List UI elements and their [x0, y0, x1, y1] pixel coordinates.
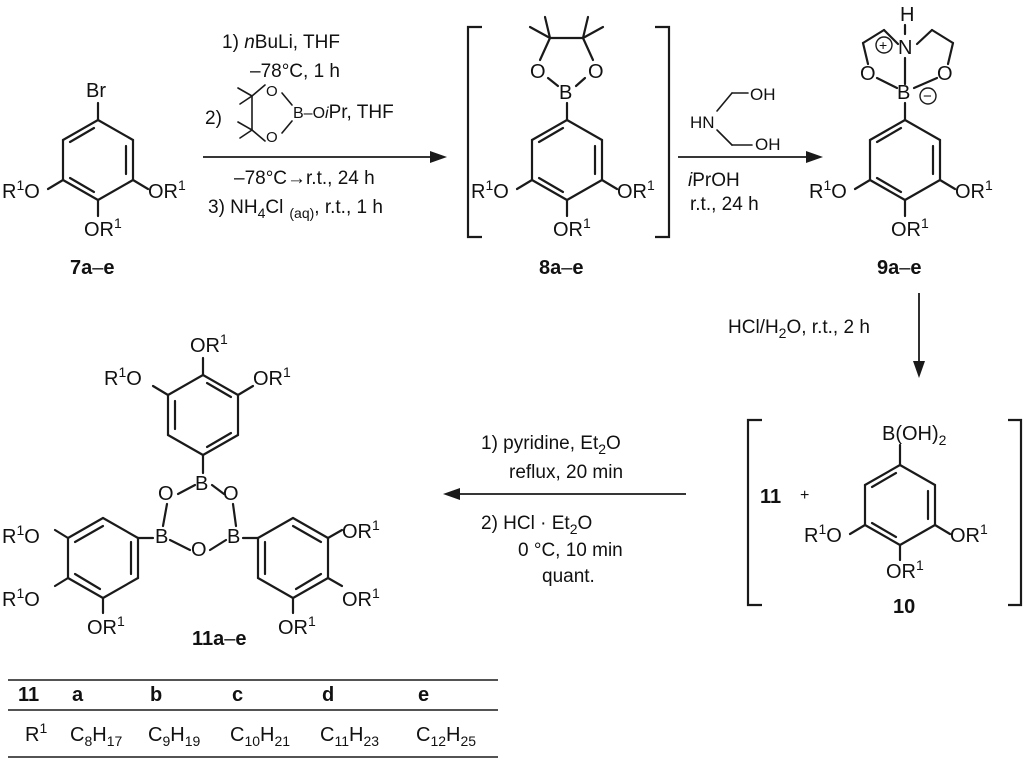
boron-8: B	[559, 82, 572, 104]
svg-text:O: O	[158, 483, 174, 505]
svg-text:H: H	[900, 4, 914, 26]
svg-text:OH: OH	[750, 85, 776, 104]
diethanolamine-nh: HN	[690, 113, 715, 132]
compound-9: H N + O O B − OR1 R1O OR1 9a–e	[809, 4, 993, 279]
svg-text:+: +	[879, 37, 887, 53]
svg-text:O: O	[937, 63, 953, 85]
svg-text:B: B	[227, 526, 240, 548]
step-2: HN OH OH iPrOH r.t., 24 h	[678, 85, 823, 215]
compound-7-label: 7a–e	[70, 257, 115, 279]
substituent-table: 11 a b c d e R1 C8H17 C9H19 C10H21 C11H23 C12H25	[8, 679, 498, 758]
step2-solvent: iPrOH	[688, 170, 740, 191]
svg-text:R1O: R1O	[471, 177, 509, 203]
table-cell-2: C10H21	[230, 724, 290, 749]
svg-text:O: O	[223, 483, 239, 505]
svg-text:OH: OH	[755, 135, 781, 154]
table-header-1: a	[72, 684, 84, 706]
svg-text:B: B	[195, 473, 208, 495]
compound-11: OR1 OR1 R1O B O O B B O	[2, 331, 380, 650]
svg-text:O: O	[588, 61, 604, 83]
step4-cond-2: 2) HCl · Et2O	[481, 513, 592, 537]
step1-cond-2b: –78°C→r.t., 24 h	[234, 168, 375, 189]
svg-text:O: O	[191, 539, 207, 561]
svg-text:OR1: OR1	[342, 585, 380, 611]
table-header-4: d	[322, 684, 334, 706]
svg-text:R1O: R1O	[104, 364, 142, 390]
svg-text:OR1: OR1	[190, 331, 228, 357]
or1-right: OR1	[148, 177, 186, 203]
step-4: 1) pyridine, Et2O reflux, 20 min 2) HCl …	[443, 433, 686, 587]
svg-text:OR1: OR1	[891, 215, 929, 241]
table-cell-0: C8H17	[70, 724, 122, 749]
r1o-left: R1O	[2, 177, 40, 203]
table-header-0: 11	[18, 684, 39, 706]
svg-text:O: O	[266, 129, 278, 146]
step1-cond-1b: –78°C, 1 h	[250, 61, 340, 82]
compound-10-mixture: 11 + B(OH)2 OR1 R1O OR1 10	[746, 418, 1023, 618]
svg-text:O: O	[266, 83, 278, 100]
table-row: C8H17 C9H19 C10H21 C11H23 C12H25	[70, 724, 476, 749]
compound-8-label: 8a–e	[539, 257, 584, 279]
svg-text:R1O: R1O	[2, 585, 40, 611]
svg-text:OR1: OR1	[617, 177, 655, 203]
step3-cond: HCl/H2O, r.t., 2 h	[728, 317, 870, 341]
svg-text:−: −	[923, 88, 932, 105]
svg-text:R1O: R1O	[804, 521, 842, 547]
nitrogen-9: N	[898, 37, 912, 59]
plus-sign: +	[800, 487, 809, 504]
step1-cond-3: 3) NH4Cl(aq), r.t., 1 h	[208, 197, 383, 221]
svg-text:OR1: OR1	[278, 613, 316, 639]
table-header-3: c	[232, 684, 243, 706]
svg-text:O: O	[860, 63, 876, 85]
svg-text:B: B	[155, 526, 168, 548]
step2-time: r.t., 24 h	[690, 194, 759, 215]
plus-11-label: 11	[760, 486, 781, 508]
svg-text:OR1: OR1	[342, 517, 380, 543]
compound-8: O O B OR1 R1O OR1 8a–e	[466, 15, 671, 279]
isopropoxy-pinacolborane: O O	[237, 83, 293, 146]
compound-10-label: 10	[893, 596, 915, 618]
step4-cond-2b: 0 °C, 10 min	[518, 540, 623, 561]
svg-text:R1O: R1O	[2, 522, 40, 548]
step1-reagent: B–OiPr, THF	[293, 102, 394, 123]
step1-cond-2-num: 2)	[205, 108, 222, 129]
table-cell-3: C11H23	[320, 724, 379, 749]
svg-text:OR1: OR1	[553, 215, 591, 241]
svg-text:OR1: OR1	[253, 364, 291, 390]
boronic-acid: B(OH)2	[882, 423, 947, 448]
step4-cond-2c: quant.	[542, 566, 595, 587]
table-header: 11 a b c d e	[18, 684, 429, 706]
table-header-5: e	[418, 684, 429, 706]
svg-text:O: O	[530, 61, 546, 83]
step-1: 1) nBuLi, THF –78°C, 1 h 2) O O B–OiPr, …	[203, 32, 447, 221]
svg-text:R1O: R1O	[809, 177, 847, 203]
bromine-label: Br	[86, 80, 106, 102]
table-cell-1: C9H19	[148, 724, 200, 749]
step4-cond-1: 1) pyridine, Et2O	[481, 433, 621, 457]
compound-11-label: 11a–e	[192, 628, 247, 650]
compound-9-label: 9a–e	[877, 257, 922, 279]
svg-text:OR1: OR1	[955, 177, 993, 203]
step1-cond-1: 1) nBuLi, THF	[222, 32, 340, 53]
table-header-2: b	[150, 684, 162, 706]
compound-7: Br OR1 R1O OR1 7a–e	[2, 80, 186, 279]
table-cell-4: C12H25	[416, 724, 476, 749]
table-row-label: R1	[25, 720, 47, 746]
svg-text:OR1: OR1	[950, 521, 988, 547]
svg-text:OR1: OR1	[886, 557, 924, 583]
step-3: HCl/H2O, r.t., 2 h	[728, 293, 925, 378]
svg-text:OR1: OR1	[87, 613, 125, 639]
boron-9: B	[897, 82, 910, 104]
or1-bottom: OR1	[84, 215, 122, 241]
step4-cond-1b: reflux, 20 min	[509, 462, 623, 483]
